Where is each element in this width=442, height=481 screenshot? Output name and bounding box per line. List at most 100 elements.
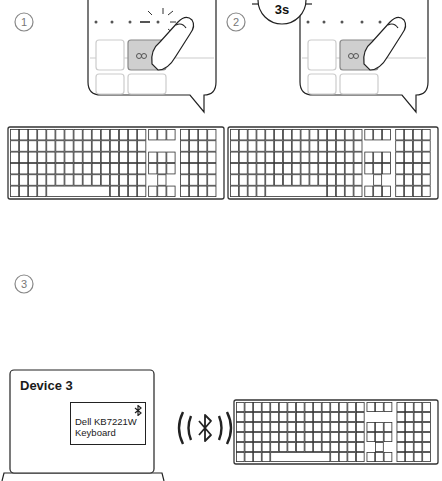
key <box>245 422 253 431</box>
key <box>230 141 238 152</box>
key <box>74 175 82 186</box>
key <box>348 402 356 411</box>
key <box>254 452 262 461</box>
key <box>423 442 431 451</box>
callout-number: 1 <box>21 17 27 28</box>
key <box>262 442 270 451</box>
key <box>248 163 256 174</box>
key <box>288 422 296 431</box>
key <box>110 175 118 186</box>
key <box>405 152 413 163</box>
key <box>367 422 375 431</box>
key <box>283 129 291 140</box>
key <box>180 186 188 197</box>
key <box>38 152 46 163</box>
key <box>331 402 339 411</box>
key <box>288 432 296 441</box>
key <box>296 442 304 451</box>
key <box>38 163 46 174</box>
key <box>279 422 287 431</box>
key <box>376 442 384 451</box>
key <box>257 141 265 152</box>
key <box>271 422 279 431</box>
key <box>236 432 244 441</box>
key <box>10 152 18 163</box>
key <box>138 152 146 163</box>
key <box>396 163 404 174</box>
key <box>275 175 283 186</box>
key <box>190 152 198 163</box>
key <box>74 152 82 163</box>
key <box>110 152 118 163</box>
laptop-lid <box>10 370 154 473</box>
key <box>396 152 404 163</box>
step-two-figure <box>227 0 428 112</box>
key <box>199 141 207 152</box>
key <box>29 175 37 186</box>
key <box>405 186 413 197</box>
key <box>413 141 421 152</box>
key <box>322 432 330 441</box>
key <box>396 186 404 197</box>
key <box>406 432 414 441</box>
key <box>29 141 37 152</box>
key <box>65 152 73 163</box>
key <box>365 186 373 197</box>
bluetooth-signal <box>179 412 231 444</box>
key <box>199 163 207 174</box>
key <box>83 129 91 140</box>
key <box>354 129 362 140</box>
key <box>310 163 318 174</box>
key <box>56 163 64 174</box>
key <box>310 152 318 163</box>
key <box>110 163 118 174</box>
key <box>119 152 127 163</box>
key <box>245 442 253 451</box>
key <box>305 422 313 431</box>
key <box>423 412 431 421</box>
key <box>208 163 216 174</box>
key <box>301 163 309 174</box>
key <box>275 141 283 152</box>
key <box>128 186 136 197</box>
key <box>292 152 300 163</box>
key <box>271 442 279 451</box>
key <box>384 432 392 441</box>
key <box>356 412 364 421</box>
key <box>348 432 356 441</box>
key <box>83 163 91 174</box>
key <box>314 412 322 421</box>
key <box>376 452 384 461</box>
key <box>65 129 73 140</box>
key <box>331 442 339 451</box>
key <box>310 141 318 152</box>
key <box>10 186 18 197</box>
key <box>339 432 347 441</box>
key <box>414 422 422 431</box>
key <box>47 186 110 197</box>
key <box>110 141 118 152</box>
key <box>327 163 335 174</box>
key <box>348 442 356 451</box>
key <box>422 186 430 197</box>
key <box>19 186 27 197</box>
key <box>275 163 283 174</box>
key <box>83 152 91 163</box>
key <box>296 412 304 421</box>
key <box>397 432 405 441</box>
key <box>384 422 392 431</box>
key <box>167 163 175 174</box>
key <box>296 402 304 411</box>
key <box>138 163 146 174</box>
key <box>310 129 318 140</box>
key <box>271 432 279 441</box>
key <box>292 163 300 174</box>
key <box>230 163 238 174</box>
key <box>354 186 362 197</box>
key <box>180 141 188 152</box>
key <box>283 152 291 163</box>
timer-dial <box>258 0 306 24</box>
key <box>283 141 291 152</box>
key <box>422 163 430 174</box>
key <box>149 163 157 174</box>
